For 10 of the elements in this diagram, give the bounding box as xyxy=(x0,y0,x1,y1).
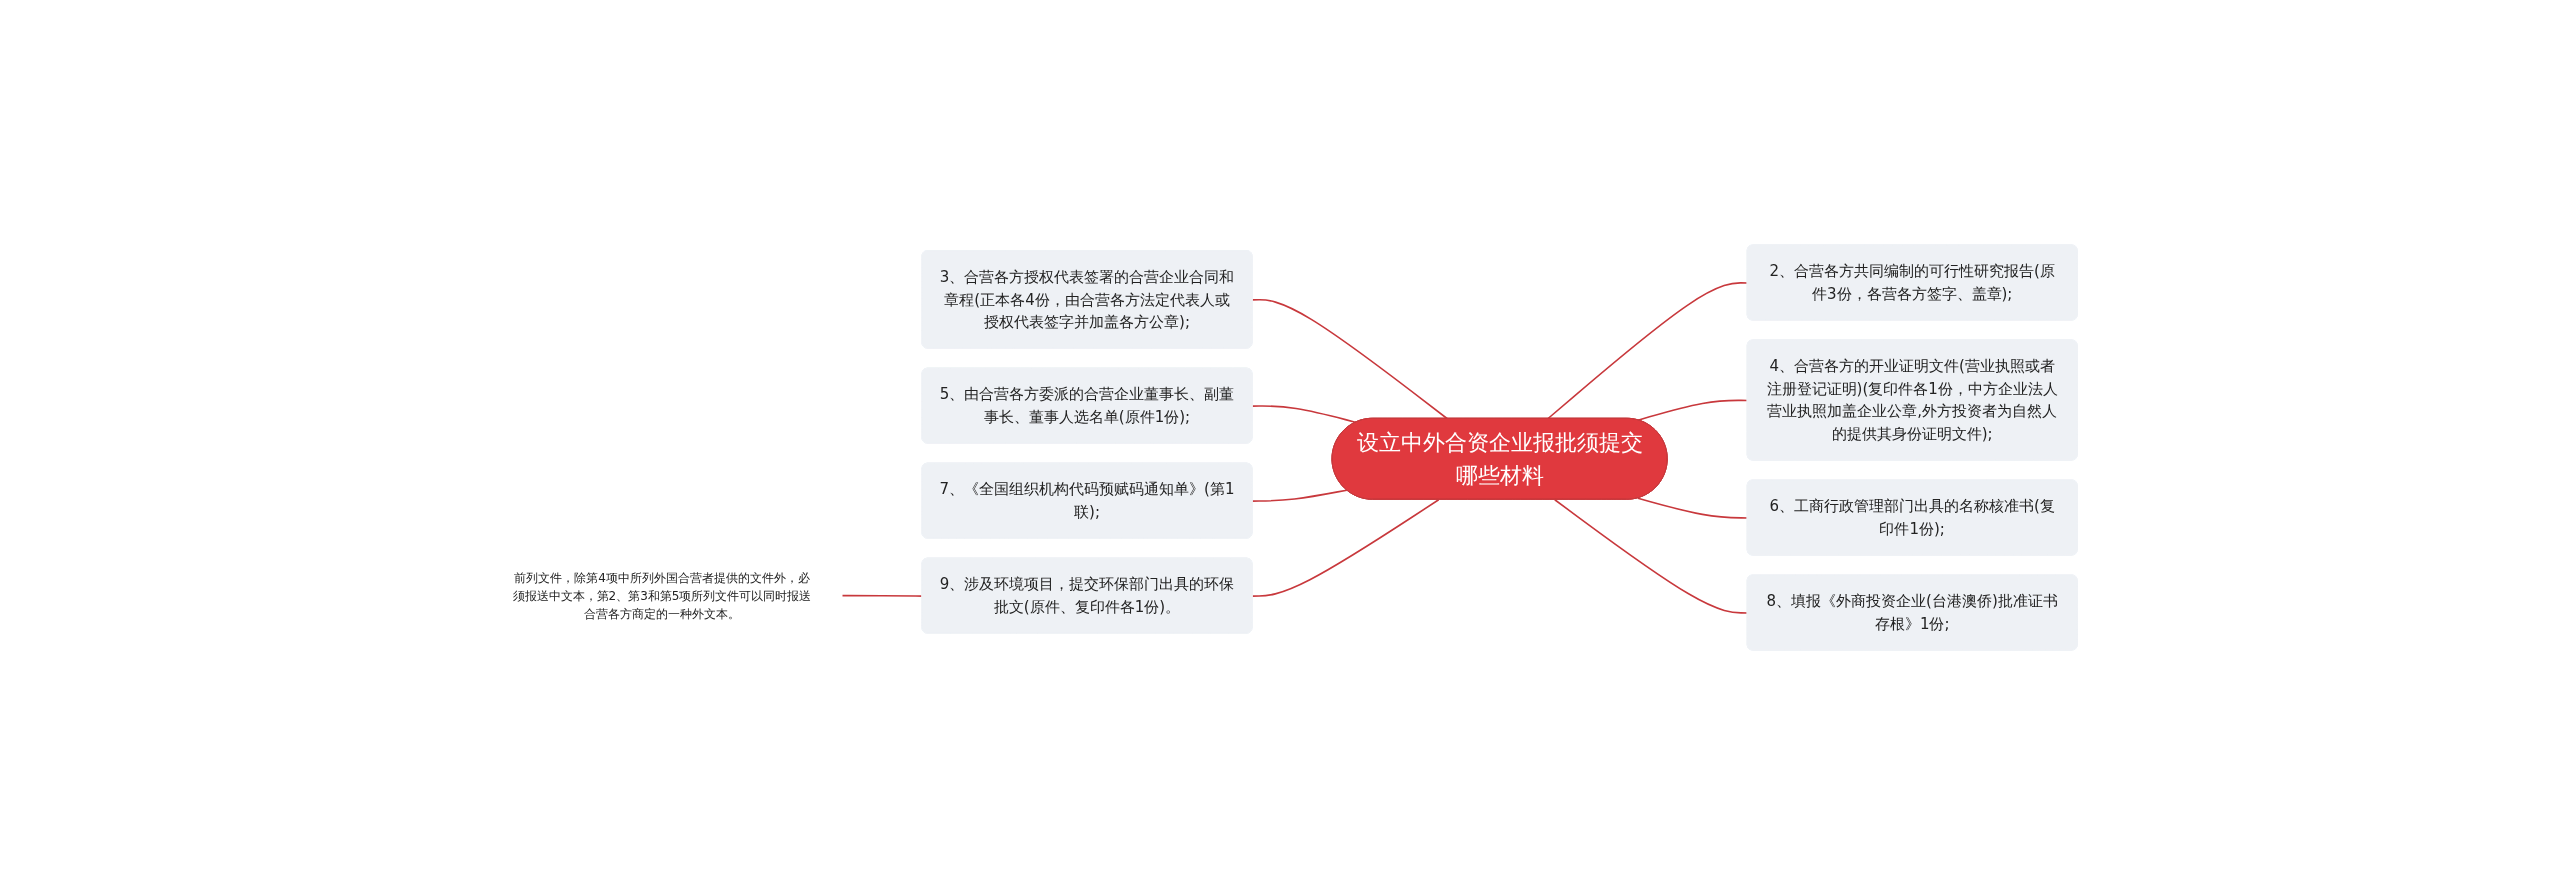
connector xyxy=(1637,497,1749,519)
connector xyxy=(1252,298,1449,420)
connector xyxy=(1554,498,1749,614)
connector xyxy=(1637,399,1749,422)
connector xyxy=(1252,498,1440,597)
node-text: 前列文件，除第4项中所列外国合营者提供的文件外，必须报送中文本，第2、第3和第5项所列文件可以同时报送合营各方商定的一种外文本。 xyxy=(512,570,812,621)
connector xyxy=(1252,489,1348,502)
connector xyxy=(1547,282,1749,420)
connector xyxy=(841,594,924,597)
connector xyxy=(1252,405,1358,424)
